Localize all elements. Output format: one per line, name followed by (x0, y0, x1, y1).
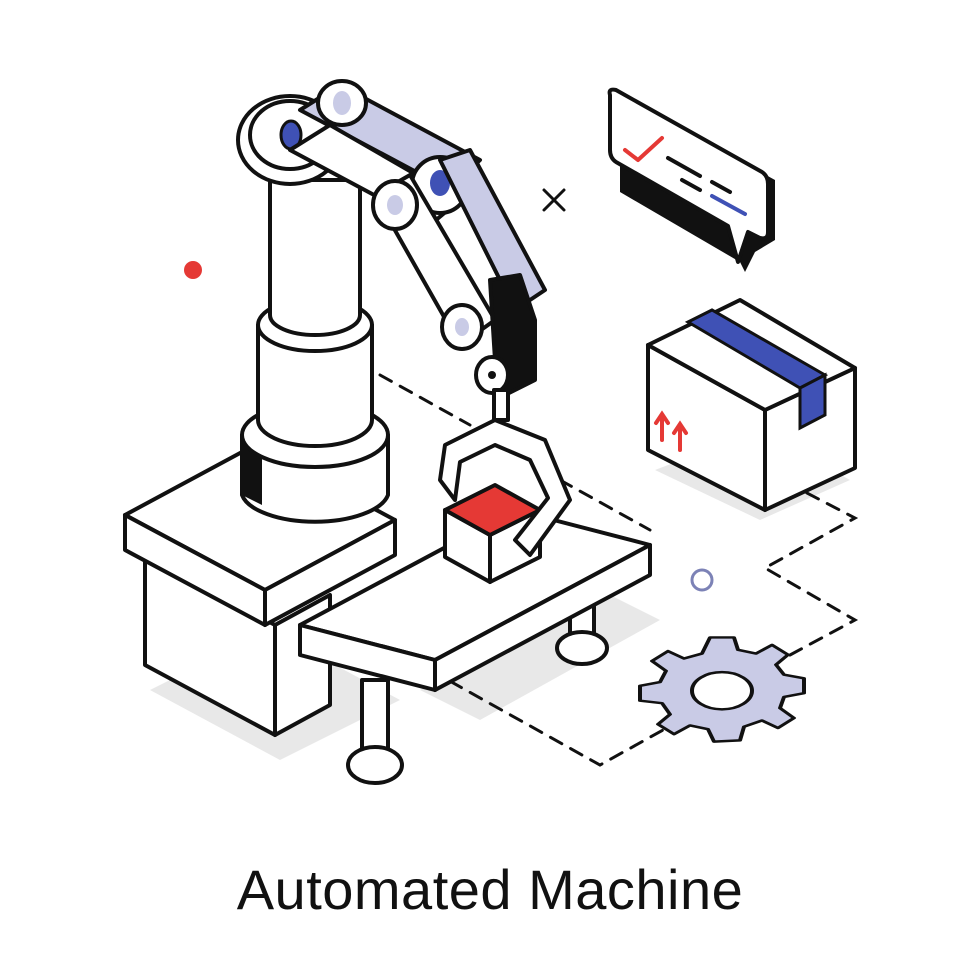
chat-bubble-checklist-icon (607, 87, 775, 272)
illustration-caption: Automated Machine (236, 858, 744, 921)
workbench-icon (298, 508, 652, 785)
isometric-scene (123, 79, 859, 785)
gear-icon (638, 636, 806, 743)
this-side-up-arrows (654, 410, 688, 452)
robotic-arm-icon (236, 79, 572, 557)
machine-base-cabinet (123, 443, 397, 737)
close-x-icon (542, 188, 566, 212)
ring-dot-icon (690, 568, 714, 592)
red-dot-icon (184, 261, 202, 279)
dashed-conveyor-path (378, 373, 859, 767)
cardboard-box-icon (646, 298, 857, 512)
